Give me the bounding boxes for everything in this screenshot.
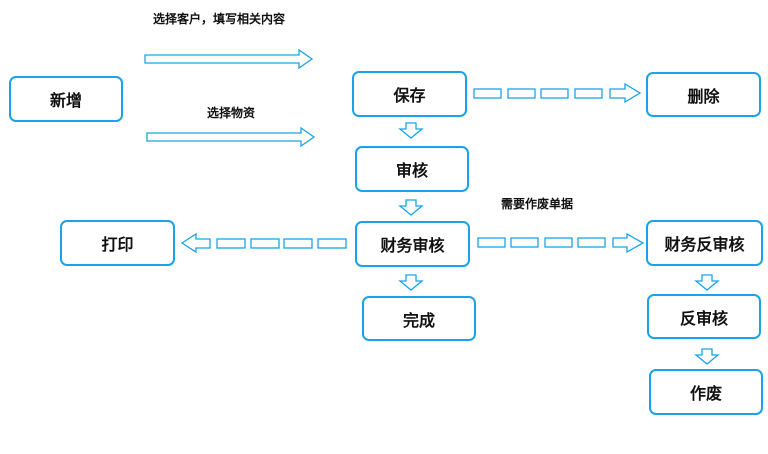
dash-save-delete-2 — [507, 88, 536, 99]
arrow-finance-reverse-head — [612, 232, 645, 254]
label-select-goods: 选择物资 — [207, 106, 256, 120]
arrow-audit-finance — [398, 199, 424, 216]
arrow-save-delete-head — [609, 82, 642, 104]
node-xinzeng[interactable]: 新增 — [9, 76, 123, 122]
node-fanshenhe[interactable]: 反审核 — [647, 294, 761, 339]
dash-save-delete-1 — [473, 88, 502, 99]
arrow-print-head — [180, 232, 211, 254]
dash-save-delete-3 — [540, 88, 569, 99]
dash-finance-print-4 — [317, 238, 347, 249]
node-dayin[interactable]: 打印 — [60, 220, 175, 266]
dash-finance-reverse-3 — [544, 237, 573, 248]
label-void-documents: 需要作废单据 — [501, 197, 574, 211]
arrow-to-save-top — [144, 48, 314, 70]
node-caiwushenhe[interactable]: 财务审核 — [355, 221, 470, 267]
dash-finance-print-1 — [216, 238, 246, 249]
arrow-reverse-void — [694, 348, 720, 365]
node-zuofei[interactable]: 作废 — [649, 369, 763, 415]
arrow-finance-complete — [398, 274, 424, 291]
dash-finance-print-2 — [250, 238, 280, 249]
node-wancheng[interactable]: 完成 — [362, 296, 476, 341]
node-caiwufanshenhe[interactable]: 财务反审核 — [646, 220, 763, 266]
dash-finance-reverse-2 — [510, 237, 539, 248]
dash-save-delete-4 — [574, 88, 603, 99]
dash-finance-reverse-4 — [577, 237, 606, 248]
arrow-save-audit — [398, 122, 424, 139]
node-baocun[interactable]: 保存 — [352, 71, 467, 117]
dash-finance-reverse-1 — [477, 237, 506, 248]
node-shenhe[interactable]: 审核 — [355, 146, 469, 192]
node-shanchu[interactable]: 删除 — [646, 72, 761, 117]
label-select-customer: 选择客户，填写相关内容 — [153, 12, 286, 26]
arrow-reverse-finance-reverse — [694, 274, 720, 291]
arrow-to-save-bottom — [146, 126, 316, 148]
dash-finance-print-3 — [283, 238, 313, 249]
